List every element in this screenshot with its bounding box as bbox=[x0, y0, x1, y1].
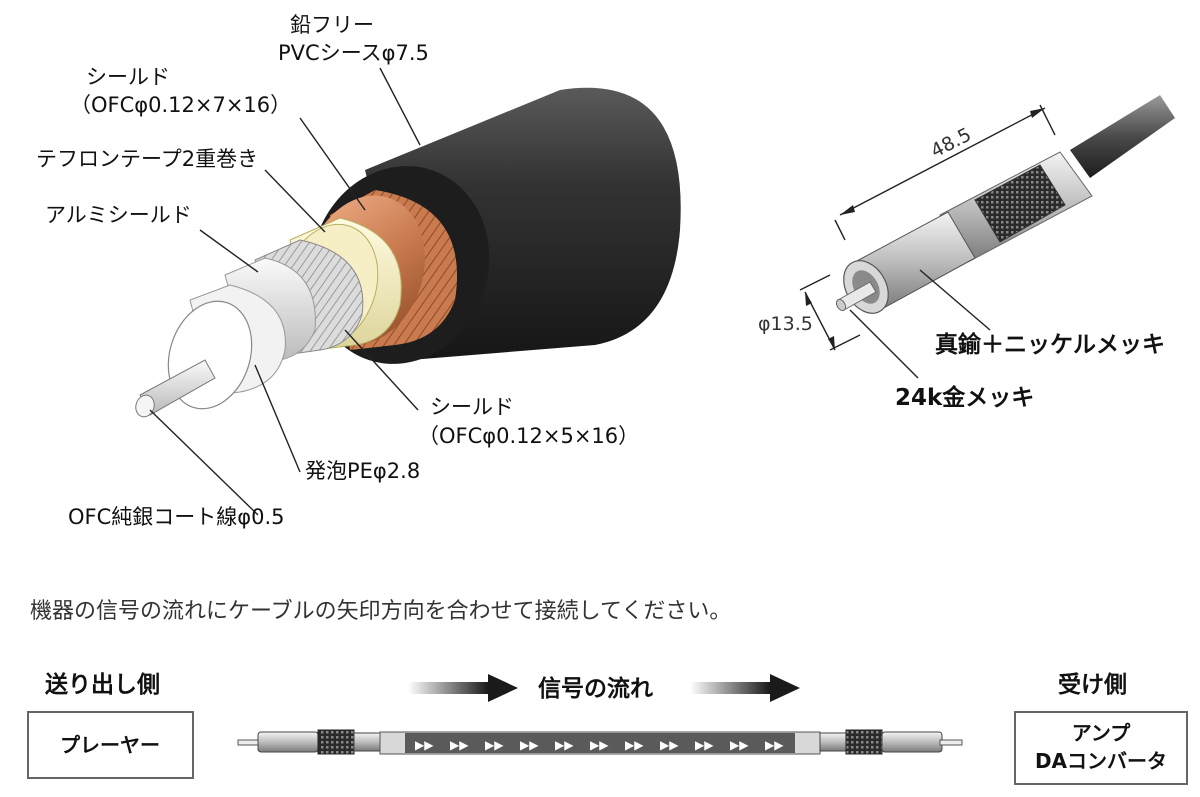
dest-device-label-line2: DAコンバータ bbox=[1035, 749, 1167, 773]
rca-connector bbox=[835, 95, 1175, 314]
teflon-tape-label: テフロンテープ2重巻き bbox=[36, 147, 258, 171]
source-title: 送り出し側 bbox=[45, 671, 160, 698]
connector-leaders bbox=[849, 269, 991, 379]
cable-direction-mark: ▶▶ bbox=[730, 738, 749, 752]
pin-plating-label: 24k金メッキ bbox=[895, 384, 1034, 411]
inner-shield-label-line2: （OFCφ0.12×5×16） bbox=[418, 424, 639, 448]
signal-flow: 送り出し側 プレーヤー 受け側 アンプ DAコンバータ 信号の流れ bbox=[27, 671, 1188, 785]
aluminum-shield-label: アルミシールド bbox=[45, 203, 192, 227]
directional-cable: ▶▶ ▶▶ ▶▶ ▶▶ ▶▶ ▶▶ ▶▶ ▶▶ ▶▶ ▶▶ ▶▶ bbox=[237, 729, 963, 755]
inner-shield-label-line1: シールド bbox=[430, 395, 514, 419]
cable-direction-marks: ▶▶ ▶▶ ▶▶ ▶▶ ▶▶ ▶▶ ▶▶ ▶▶ ▶▶ ▶▶ ▶▶ bbox=[415, 738, 784, 752]
dest-title: 受け側 bbox=[1058, 671, 1127, 698]
signal-flow-label: 信号の流れ bbox=[538, 675, 653, 702]
cable-direction-mark: ▶▶ bbox=[590, 738, 609, 752]
diameter-dimension-label: φ13.5 bbox=[758, 313, 813, 335]
cable-cutaway bbox=[135, 87, 681, 418]
cable-direction-mark: ▶▶ bbox=[415, 738, 434, 752]
dest-device-box bbox=[1014, 711, 1188, 785]
signal-arrow-right bbox=[690, 674, 800, 702]
cable-direction-mark: ▶▶ bbox=[520, 738, 539, 752]
cable-labels: 鉛フリー PVCシースφ7.5 シールド （OFCφ0.12×7×16） テフロ… bbox=[36, 13, 639, 529]
outer-shield-label-line1: シールド bbox=[86, 65, 170, 89]
source-device-label: プレーヤー bbox=[60, 733, 160, 757]
source-device-box bbox=[27, 711, 194, 779]
cable-direction-mark: ▶▶ bbox=[660, 738, 679, 752]
cable-leader-lines bbox=[149, 67, 421, 516]
body-material-label: 真鍮＋ニッケルメッキ bbox=[935, 331, 1165, 358]
sheath-label-line2: PVCシースφ7.5 bbox=[278, 41, 429, 65]
cable-direction-mark: ▶▶ bbox=[765, 738, 784, 752]
dest-device-label-line1: アンプ bbox=[1072, 721, 1132, 745]
foam-pe-label: 発泡PEφ2.8 bbox=[305, 459, 420, 483]
outer-shield-label-line2: （OFCφ0.12×7×16） bbox=[70, 93, 291, 117]
cable-direction-mark: ▶▶ bbox=[485, 738, 504, 752]
cable-direction-mark: ▶▶ bbox=[695, 738, 714, 752]
cable-direction-mark: ▶▶ bbox=[450, 738, 469, 752]
cable-direction-mark: ▶▶ bbox=[625, 738, 644, 752]
signal-arrow-left bbox=[408, 674, 518, 702]
center-conductor bbox=[135, 359, 216, 418]
connection-instruction: 機器の信号の流れにケーブルの矢印方向を合わせて接続してください。 bbox=[30, 599, 731, 624]
conductor-label: OFC純銀コート線φ0.5 bbox=[68, 505, 285, 529]
cable-direction-mark: ▶▶ bbox=[555, 738, 574, 752]
sheath-label-line1: 鉛フリー bbox=[290, 13, 374, 37]
